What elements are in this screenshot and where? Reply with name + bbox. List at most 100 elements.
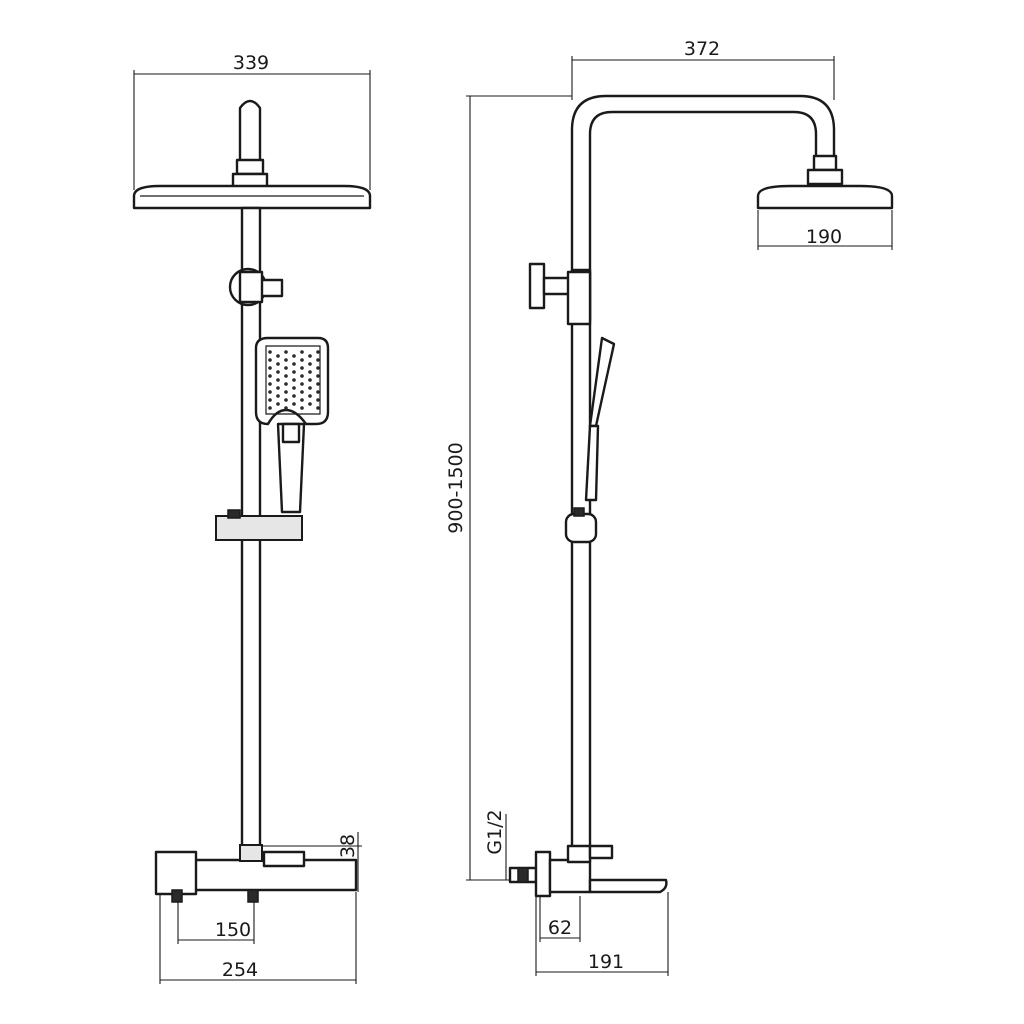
nozzle-dot <box>308 386 312 390</box>
front-left-inlet <box>171 889 183 903</box>
nozzle-dot <box>308 394 312 398</box>
nozzle-dot <box>300 398 304 402</box>
side-hand-shower-handle <box>584 424 600 502</box>
nozzle-dot <box>268 374 272 378</box>
nozzle-dot <box>284 398 288 402</box>
side-mixer-handle <box>588 844 614 860</box>
nozzle-dot <box>316 390 320 394</box>
nozzle-dot <box>308 370 312 374</box>
dim-inlet-spacing: 150 <box>215 919 251 941</box>
nozzle-dot <box>292 370 296 374</box>
nozzle-dot <box>284 406 288 410</box>
nozzle-dot <box>268 390 272 394</box>
nozzle-dot <box>284 390 288 394</box>
dim-spout-length: 191 <box>588 951 624 973</box>
side-rain-shower-head <box>756 184 894 210</box>
nozzle-dot <box>316 406 320 410</box>
nozzle-dot <box>292 362 296 366</box>
nozzle-dot <box>268 358 272 362</box>
side-slide-bracket <box>564 512 598 544</box>
nozzle-dot <box>316 350 320 354</box>
front-right-inlet <box>247 889 259 903</box>
nozzle-dot <box>300 374 304 378</box>
side-bath-spout <box>588 878 668 894</box>
nozzle-dot <box>308 402 312 406</box>
nozzle-dot <box>284 366 288 370</box>
nozzle-dot <box>284 350 288 354</box>
side-slide-bracket-cap <box>573 507 585 517</box>
nozzle-dot <box>276 354 280 358</box>
side-view <box>508 94 894 898</box>
front-slide-bracket <box>215 515 303 541</box>
front-hand-shower-button <box>281 422 301 444</box>
nozzle-dot <box>268 382 272 386</box>
side-head-nut <box>806 168 844 186</box>
nozzle-dot <box>300 406 304 410</box>
nozzle-dot <box>284 382 288 386</box>
nozzle-dot <box>308 378 312 382</box>
nozzle-dot <box>268 398 272 402</box>
nozzle-dot <box>284 374 288 378</box>
nozzle-dot <box>316 358 320 362</box>
nozzle-dot <box>276 386 280 390</box>
nozzle-dot <box>276 370 280 374</box>
dim-height-range: 900-1500 <box>445 442 467 533</box>
front-hand-shower-nozzles <box>268 350 320 410</box>
nozzle-dot <box>292 402 296 406</box>
nozzle-dot <box>276 402 280 406</box>
nozzle-dot <box>284 358 288 362</box>
side-mixer-body <box>548 858 592 894</box>
dim-front-head-width: 339 <box>233 52 269 74</box>
nozzle-dot <box>292 386 296 390</box>
nozzle-dot <box>292 378 296 382</box>
nozzle-dot <box>276 362 280 366</box>
side-wall-flange <box>534 850 552 898</box>
side-hand-shower <box>588 336 616 428</box>
nozzle-dot <box>300 382 304 386</box>
side-diverter-wall-plate <box>528 262 546 310</box>
front-mixer-collar <box>239 844 263 862</box>
front-slide-bracket-cap <box>227 509 241 519</box>
dim-side-arm-length: 372 <box>684 38 720 60</box>
front-view <box>132 99 372 903</box>
nozzle-dot <box>276 394 280 398</box>
side-mixer-collar <box>566 844 592 864</box>
dim-mixer-width: 254 <box>222 959 258 981</box>
dimension-lines <box>133 56 893 984</box>
dim-inlet-thread: G1/2 <box>484 809 506 854</box>
side-overhead-arm <box>570 94 836 322</box>
nozzle-dot <box>300 350 304 354</box>
dim-wall-offset: 62 <box>548 917 572 939</box>
side-inlet-thread <box>517 867 529 883</box>
nozzle-dot <box>268 406 272 410</box>
front-hand-shower-face <box>265 345 321 415</box>
nozzle-dot <box>316 366 320 370</box>
nozzle-dot <box>316 398 320 402</box>
dim-mixer-height: 38 <box>337 834 359 858</box>
dimension-labels: 339 372 190 900-1500 38 150 254 G1/2 62 … <box>215 38 842 981</box>
front-gooseneck <box>238 99 262 162</box>
nozzle-dot <box>276 378 280 382</box>
side-diverter-body <box>566 270 592 326</box>
front-mixer-left-handle <box>154 850 198 896</box>
nozzle-dot <box>300 366 304 370</box>
nozzle-dot <box>308 354 312 358</box>
dim-side-head-width: 190 <box>806 226 842 248</box>
nozzle-dot <box>292 394 296 398</box>
nozzle-dot <box>292 354 296 358</box>
nozzle-dot <box>308 362 312 366</box>
nozzle-dot <box>268 350 272 354</box>
side-riser-pipe <box>570 268 592 852</box>
nozzle-dot <box>300 358 304 362</box>
nozzle-dot <box>316 374 320 378</box>
side-head-connector <box>812 154 838 172</box>
nozzle-dot <box>316 382 320 386</box>
front-head-connector <box>235 158 265 176</box>
front-diverter-body <box>238 270 264 304</box>
nozzle-dot <box>300 390 304 394</box>
nozzle-dot <box>268 366 272 370</box>
front-mixer-right-block <box>262 850 306 868</box>
front-rain-shower-head <box>132 184 372 210</box>
side-overhead-arm-inner <box>588 110 818 322</box>
